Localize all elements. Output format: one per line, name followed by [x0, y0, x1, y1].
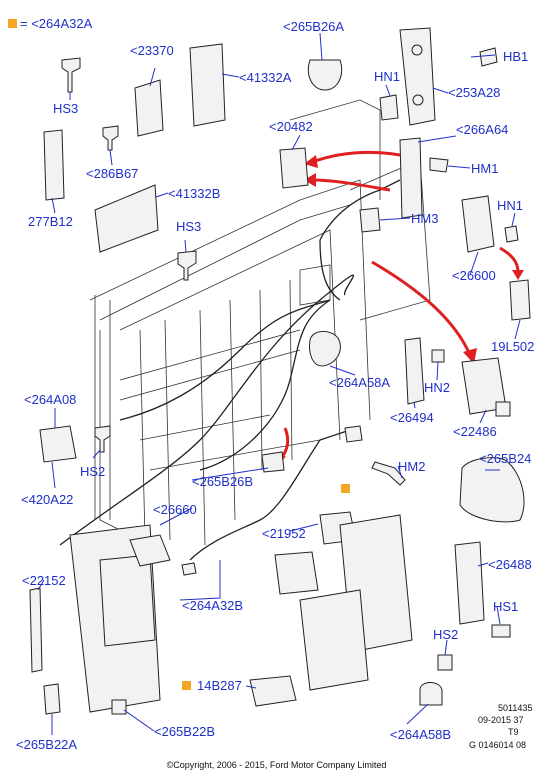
part-label-HS2-right: HS2 — [433, 627, 459, 642]
knob-264A58A — [309, 331, 341, 367]
connector-left — [129, 534, 171, 567]
latch-mechanism-left — [99, 554, 156, 647]
part-label-HS3-mid: HS3 — [176, 219, 202, 234]
bolt-HM2 — [371, 461, 406, 486]
part-label-HB1: HB1 — [503, 49, 529, 64]
screw-HS3-top — [61, 57, 81, 93]
knob-264A58B — [419, 682, 443, 706]
door-frame-lines — [89, 99, 431, 546]
nut-HN1-right — [504, 225, 519, 243]
bracket-26488 — [454, 541, 485, 625]
component-drawings — [29, 27, 531, 715]
part-label-HN2-right: HN2 — [424, 380, 451, 395]
legend-text: = <264A32A — [20, 16, 93, 31]
copyright-notice: ©Copyright, 2006 - 2015, Ford Motor Comp… — [166, 760, 387, 770]
screw-HS2-right — [437, 654, 453, 671]
diagram-sheet: T9 — [508, 727, 519, 737]
grommet-20482 — [279, 147, 309, 189]
part-label-264A32B: <264A32B — [182, 598, 244, 613]
part-label-253A28: <253A28 — [448, 85, 501, 100]
clip-265B24 — [459, 457, 525, 523]
part-label-19L502: 19L502 — [491, 339, 535, 354]
part-label-420A22: <420A22 — [21, 492, 74, 507]
part-label-26488: <26488 — [488, 557, 532, 572]
clip-19L502 — [509, 279, 531, 321]
actuator-21952-lower — [274, 551, 319, 595]
part-label-266A64: <266A64 — [456, 122, 509, 137]
leader-lines — [37, 32, 521, 735]
diagram-date: 09-2015 37 — [478, 715, 524, 725]
part-label-20482: <20482 — [269, 119, 313, 134]
bolt-HM1 — [429, 157, 449, 173]
part-label-26494: <26494 — [390, 410, 434, 425]
part-label-HM2: HM2 — [398, 459, 426, 474]
part-label-41332B: <41332B — [168, 186, 221, 201]
part-label-HS3-top: HS3 — [53, 101, 79, 116]
plate-41332A — [189, 43, 226, 127]
part-label-264A58B: <264A58B — [390, 727, 452, 742]
part-label-26600: <26600 — [452, 268, 496, 283]
cable-end-264A32B — [181, 562, 197, 576]
clip-265B22A — [43, 683, 61, 715]
bracket-264A08 — [39, 425, 77, 463]
bolt-286B67 — [102, 125, 119, 151]
bracket-latch-right — [299, 589, 369, 691]
callout-arrows — [278, 150, 520, 461]
part-label-23370: <23370 — [130, 43, 174, 58]
nut-HN2 — [431, 349, 445, 363]
part-label-264A08: <264A08 — [24, 392, 77, 407]
switch-14B287 — [249, 675, 297, 707]
part-label-265B22A: <265B22A — [16, 737, 78, 752]
part-label-265B22B: <265B22B — [154, 724, 216, 739]
part-label-264A58A: <264A58A — [329, 375, 391, 390]
bolt-HB1 — [479, 47, 498, 67]
part-label-HS2-left: HS2 — [80, 464, 106, 479]
part-label-41332A: <41332A — [239, 70, 292, 85]
bolt-HM3 — [359, 207, 381, 233]
legend-marker-icon — [8, 19, 17, 28]
nut-HN1-top — [379, 94, 399, 121]
plate-41332B — [94, 184, 159, 253]
latch-26600 — [461, 195, 495, 253]
screw-HS2-left — [94, 425, 111, 453]
part-label-22152: <22152 — [22, 573, 66, 588]
screw-HS1 — [491, 624, 511, 638]
part-label-277B12: 277B12 — [28, 214, 73, 229]
part-label-21952: <21952 — [262, 526, 306, 541]
diagram-reference: G 0146014 08 — [469, 740, 527, 750]
part-label-22486: <22486 — [453, 424, 497, 439]
part-label-265B26B: <265B26B — [192, 474, 254, 489]
cable-end-connector — [344, 425, 363, 443]
nut-22486 — [495, 401, 511, 417]
part-label-HN1-top: HN1 — [374, 69, 401, 84]
cables — [59, 179, 401, 561]
part-label-HM1: HM1 — [471, 161, 499, 176]
part-label-14B287: 14B287 — [197, 678, 242, 693]
bracket-26494 — [404, 337, 425, 405]
hinge-277B12 — [43, 129, 65, 201]
clip-265B22B — [111, 699, 127, 715]
bracket-23370 — [134, 79, 164, 137]
marker-icon-21952 — [341, 484, 350, 493]
part-label-HM3: HM3 — [411, 211, 439, 226]
marker-icon-14B287 — [182, 681, 191, 690]
striker-plate-253A28 — [399, 27, 436, 126]
screw-HS3-mid — [177, 250, 197, 281]
part-label-26660: <26660 — [153, 502, 197, 517]
hinge-266A64 — [399, 137, 423, 219]
part-label-265B26A: <265B26A — [283, 19, 345, 34]
part-label-HN1-right: HN1 — [497, 198, 524, 213]
part-label-265B24: <265B24 — [479, 451, 532, 466]
bumper-265B26B — [261, 451, 285, 473]
part-label-286B67: <286B67 — [86, 166, 139, 181]
bumper-265B26A — [307, 59, 343, 91]
part-label-HS1: HS1 — [493, 599, 519, 614]
rod-22152 — [29, 587, 43, 673]
diagram-number: 5011435 — [498, 703, 533, 713]
